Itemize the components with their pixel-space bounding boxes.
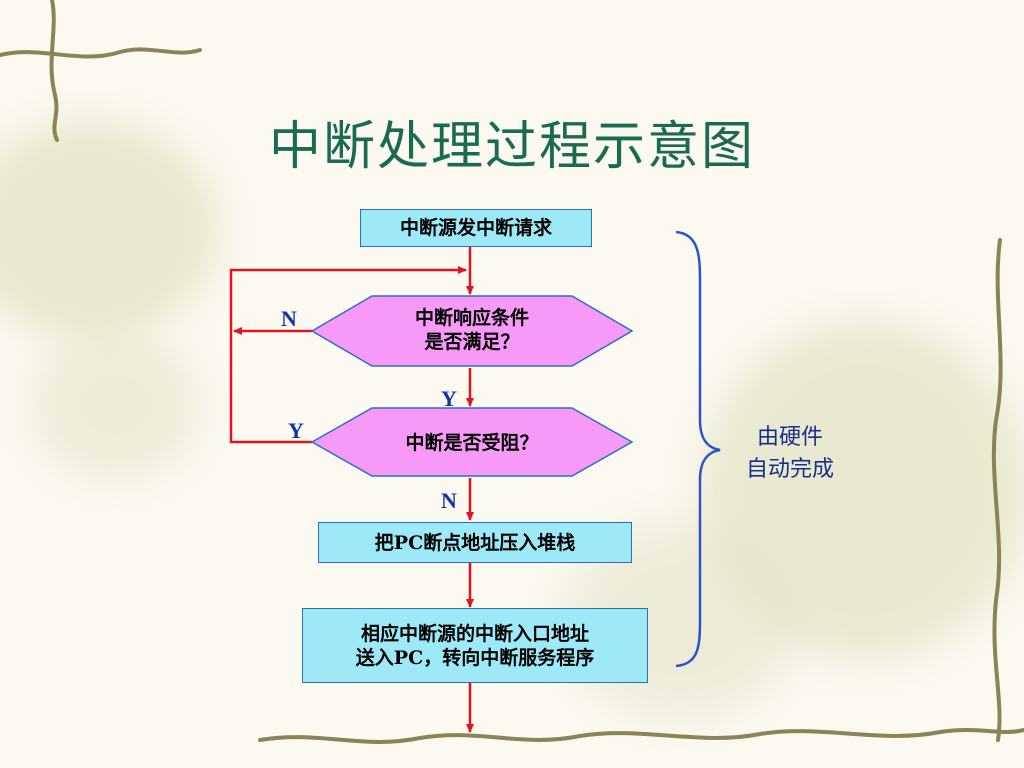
background-decoration xyxy=(0,120,220,340)
entry-line: 相应中断源的中断入口地址 xyxy=(360,622,589,645)
page-title: 中断处理过程示意图 xyxy=(268,117,755,177)
decision-text-line: 是否满足？ xyxy=(424,331,520,353)
label-n-left: N xyxy=(281,306,297,331)
label-y-left: Y xyxy=(288,418,304,443)
label-n-down: N xyxy=(441,488,457,513)
background-decoration xyxy=(30,330,200,480)
push-stack-box: 把PC断点地址压入堆栈 xyxy=(318,522,632,563)
decision-text-line: 中断响应条件 xyxy=(414,307,529,329)
entry-line: 送入PC，转向中断服务程序 xyxy=(355,646,595,669)
label-y-down: Y xyxy=(441,386,457,411)
decision-text-blocked: 中断是否受阻？ xyxy=(405,432,539,454)
note-line: 自动完成 xyxy=(745,457,834,482)
decision-text-response: 中断响应条件 是否满足？ xyxy=(372,306,572,354)
hardware-note: 由硬件 自动完成 xyxy=(726,422,854,486)
start-box: 中断源发中断请求 xyxy=(360,209,592,247)
note-line: 由硬件 xyxy=(756,425,823,450)
decision-diamond-blocked xyxy=(310,407,634,477)
entry-address-box: 相应中断源的中断入口地址 送入PC，转向中断服务程序 xyxy=(302,608,648,683)
brace-hardware xyxy=(675,230,721,668)
decision-diamond-response xyxy=(310,295,634,367)
flow-lines xyxy=(229,247,474,733)
vine-decoration xyxy=(0,0,1024,744)
